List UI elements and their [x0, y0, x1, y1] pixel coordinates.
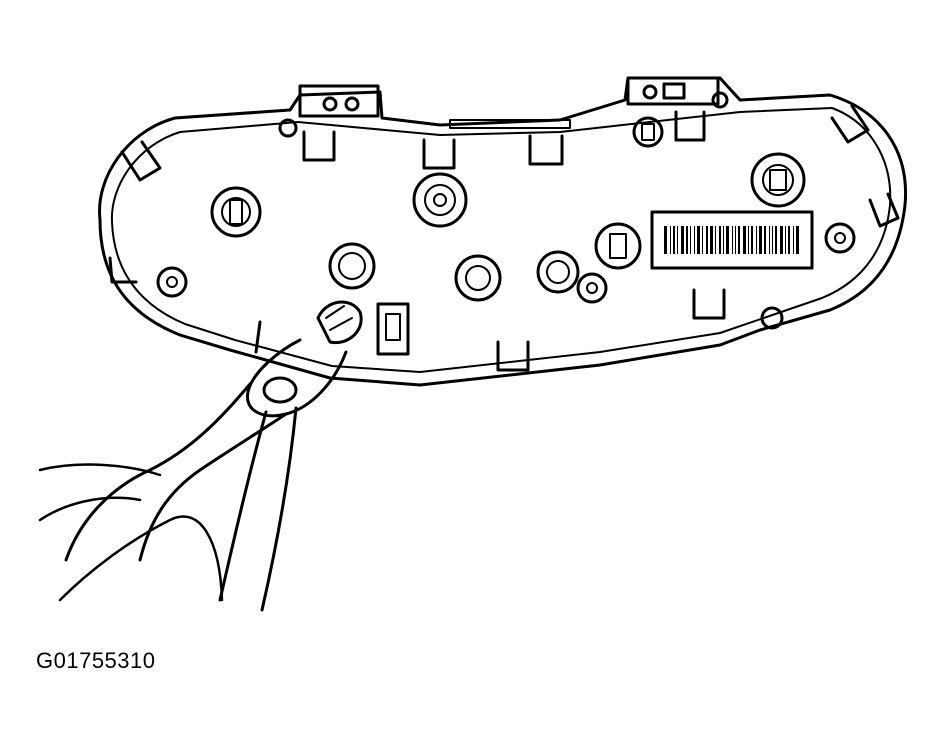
- top-edge-strip: [450, 120, 570, 128]
- boss: [578, 274, 606, 302]
- barcode-bar: [772, 226, 773, 254]
- barcode-bar: [793, 226, 794, 254]
- hand-outline: [40, 465, 222, 600]
- bulb-socket-inner: [425, 185, 455, 215]
- side-clip-inner: [386, 314, 400, 340]
- boss-hole: [587, 283, 597, 293]
- barcode-bar: [664, 226, 667, 254]
- barcode-bar: [690, 226, 691, 254]
- bulb-socket-inner: [763, 165, 793, 195]
- mounting-clips: [110, 106, 898, 370]
- bulb-socket: [538, 252, 578, 292]
- barcode-bar: [697, 226, 700, 254]
- bulb-socket-inner: [547, 261, 569, 283]
- bulb-socket-inner: [339, 253, 365, 279]
- housing-outline: [100, 78, 906, 385]
- bracket-hole: [324, 98, 336, 110]
- bulb-socket-inner: [222, 198, 250, 226]
- clip: [122, 142, 160, 180]
- boss: [826, 224, 854, 252]
- bulb-socket: [414, 174, 466, 226]
- barcode-bar: [775, 226, 777, 254]
- bulb-socket-inner: [466, 266, 490, 290]
- boss-hole: [167, 277, 177, 287]
- barcode-bar: [796, 226, 799, 254]
- bracket-hole: [644, 86, 656, 98]
- pliers-tool: [40, 302, 361, 610]
- barcode-bar: [785, 226, 786, 254]
- barcode-bar: [756, 226, 757, 254]
- barcode-bar: [780, 226, 783, 254]
- cluster-housing: [100, 78, 906, 385]
- barcode-bar: [769, 226, 770, 254]
- bulb-socket: [456, 256, 500, 300]
- socket-key: [230, 200, 242, 224]
- bracket-slot: [664, 84, 684, 98]
- bulb-socket: [212, 188, 260, 236]
- barcode-bar: [735, 226, 736, 254]
- boss-slot: [642, 124, 654, 140]
- clip: [424, 140, 454, 168]
- pliers-jaw: [318, 302, 361, 343]
- barcode-label-frame: [652, 212, 812, 268]
- bulb-sockets: [158, 118, 854, 328]
- clip: [110, 258, 136, 282]
- bulb-socket: [596, 224, 640, 268]
- socket-center: [434, 194, 446, 206]
- barcode-bar: [706, 226, 708, 254]
- clip: [256, 322, 260, 352]
- pliers-handle-lower: [220, 408, 296, 610]
- barcode-label: [652, 212, 812, 268]
- side-clip: [378, 304, 408, 354]
- top-bracket-right: [628, 78, 718, 104]
- barcode-bar: [788, 226, 790, 254]
- top-bracket-left: [300, 86, 378, 116]
- barcode-bar: [726, 226, 729, 254]
- barcode-bar: [686, 226, 688, 254]
- barcode-bar: [694, 226, 695, 254]
- barcode-bars: [664, 226, 799, 254]
- bracket-hole: [346, 98, 358, 110]
- clip: [676, 112, 704, 140]
- clip: [870, 194, 898, 226]
- barcode-bar: [751, 226, 753, 254]
- barcode-bar: [759, 226, 762, 254]
- clip: [304, 132, 334, 160]
- barcode-bar: [743, 226, 746, 254]
- clip: [832, 106, 868, 142]
- barcode-bar: [710, 226, 713, 254]
- pliers-pivot: [264, 378, 296, 402]
- barcode-bar: [670, 226, 671, 254]
- socket-key: [770, 170, 786, 190]
- bracket-hole: [713, 93, 727, 107]
- barcode-bar: [715, 226, 716, 254]
- barcode-bar: [723, 226, 724, 254]
- figure-id-label: G01755310: [36, 648, 156, 673]
- boss: [762, 308, 782, 328]
- clip: [694, 290, 724, 318]
- barcode-bar: [702, 226, 703, 254]
- housing-inner-rim: [112, 108, 890, 372]
- bulb-socket: [330, 244, 374, 288]
- boss: [280, 120, 296, 136]
- pliers-jaw-tip: [326, 306, 352, 330]
- clip: [530, 136, 562, 164]
- boss-hole: [835, 233, 845, 243]
- bulb-socket: [752, 154, 804, 206]
- barcode-bar: [764, 226, 766, 254]
- barcode-bar: [677, 226, 678, 254]
- boss: [158, 268, 186, 296]
- socket-key: [610, 234, 626, 258]
- barcode-bar: [673, 226, 675, 254]
- clip: [498, 342, 528, 370]
- barcode-bar: [738, 226, 740, 254]
- barcode-bar: [748, 226, 749, 254]
- barcode-bar: [719, 226, 721, 254]
- pliers-pivot-body: [247, 340, 346, 416]
- barcode-bar: [681, 226, 684, 254]
- boss: [634, 118, 662, 146]
- barcode-bar: [732, 226, 733, 254]
